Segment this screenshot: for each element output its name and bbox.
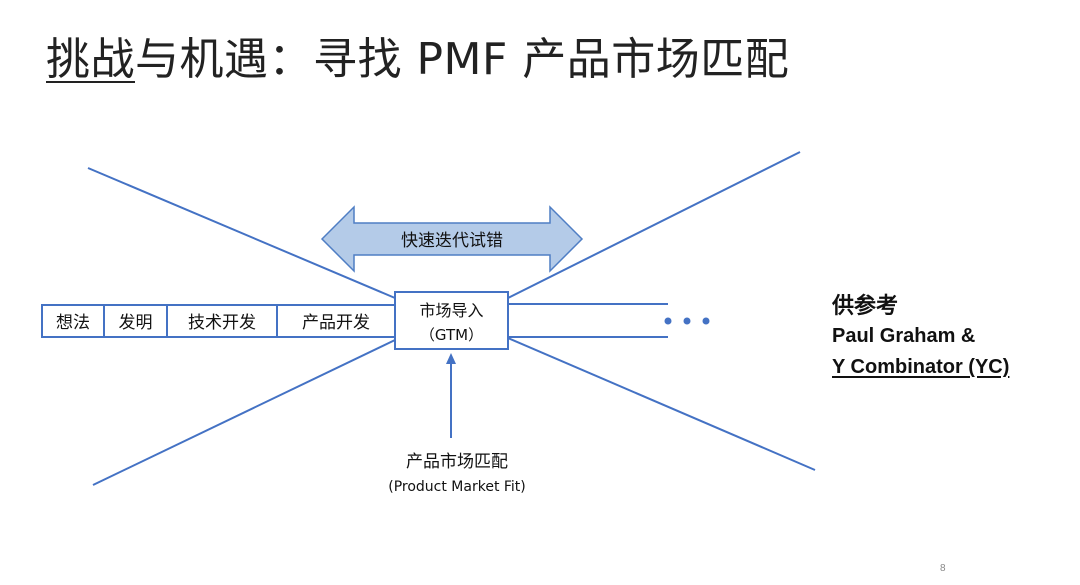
ellipsis-dot (683, 317, 691, 325)
stage-label-tech-dev: 技术开发 (188, 313, 256, 333)
diagonal-line-bottom-right (507, 337, 816, 471)
pmf-label-en: (Product Market Fit) (388, 479, 526, 495)
stage-bar (41, 304, 396, 338)
pmf-label-zh: 产品市场匹配 (406, 452, 508, 472)
diagonal-line-top-right (507, 151, 801, 299)
gtm-label-zh: 市场导入 (419, 301, 483, 320)
title-rest: 与机遇：寻找 PMF 产品市场匹配 (135, 34, 790, 85)
stage-label-invention: 发明 (119, 313, 153, 333)
slide-title: 挑战与机遇：寻找 PMF 产品市场匹配 (46, 28, 789, 92)
reference-line-yc: Y Combinator (YC) (832, 356, 1010, 378)
stage-label-idea: 想法 (56, 313, 90, 333)
page-number: 8 (940, 563, 946, 574)
ellipsis-dot (702, 317, 710, 325)
ellipsis-dot (664, 317, 672, 325)
iteration-arrow (320, 205, 584, 273)
reference-line-paul-graham: Paul Graham & (832, 325, 976, 347)
gtm-box (394, 291, 509, 350)
reference-block: 供参考 Paul Graham & Y Combinator (YC) (832, 290, 1009, 383)
stage-label-product-dev: 产品开发 (302, 313, 370, 333)
gtm-label-en: （GTM） (420, 326, 483, 344)
diagonal-line-bottom-left (92, 339, 396, 486)
pmf-arrow-head (446, 353, 456, 364)
title-underlined-part: 挑战 (46, 34, 135, 85)
reference-title: 供参考 (832, 293, 899, 318)
diagonal-line-top-left (87, 167, 396, 299)
iteration-arrow-label: 快速迭代试错 (401, 231, 503, 251)
